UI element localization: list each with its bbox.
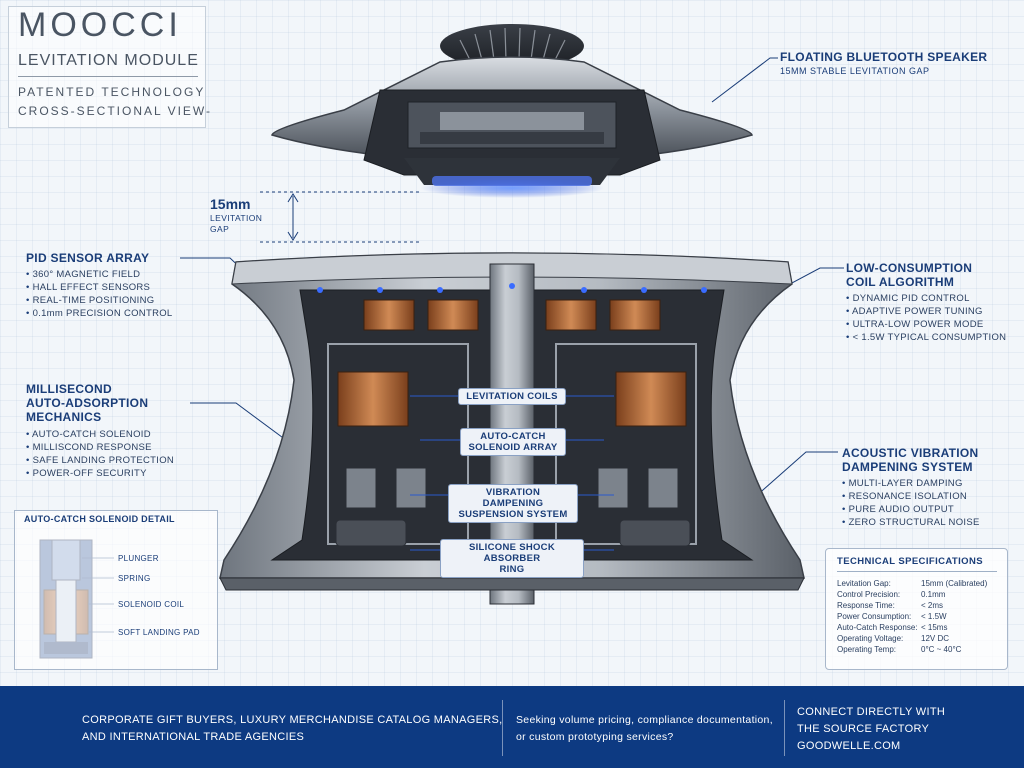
list-item: 360° MAGNETIC FIELD [26, 268, 173, 281]
gap-label-1: LEVITATION [210, 213, 263, 223]
solenoid-label-landing-pad: SOFT LANDING PAD [118, 628, 200, 637]
list-item: RESONANCE ISOLATION [842, 490, 980, 503]
table-row: Operating Voltage:12V DC [837, 634, 950, 643]
footer-question-line-2: or custom prototyping services? [516, 731, 674, 743]
list-item: MILLISCOND RESPONSE [26, 441, 174, 454]
speaker-callout-subtitle: 15MM STABLE LEVITATION GAP [780, 66, 930, 76]
list-item: ULTRA-LOW POWER MODE [846, 318, 1006, 331]
footer-cta-line-2: THE SOURCE FACTORY [797, 723, 930, 735]
footer-cta-line-1: CONNECT DIRECTLY WITH [797, 706, 946, 718]
solenoid-label-plunger: PLUNGER [118, 554, 159, 563]
list-item: POWER-OFF SECURITY [26, 467, 174, 480]
list-item: 0.1mm PRECISION CONTROL [26, 307, 173, 320]
speaker-body [271, 24, 753, 198]
footer-divider [502, 700, 503, 756]
list-item: SAFE LANDING PROTECTION [26, 454, 174, 467]
mechanics-callout-title-2: AUTO-ADSORPTION [26, 396, 149, 410]
list-item: ZERO STRUCTURAL NOISE [842, 516, 980, 529]
solenoid-label-coil: SOLENOID COIL [118, 600, 185, 609]
gap-value: 15mm [210, 196, 251, 212]
cross-section-illustration [39, 24, 844, 659]
pid-callout-title: PID SENSOR ARRAY [26, 251, 150, 265]
tech-specs-title: TECHNICAL SPECIFICATIONS [837, 556, 983, 567]
mechanics-callout-title-3: MECHANICS [26, 410, 102, 424]
speaker-callout-title: FLOATING BLUETOOTH SPEAKER [780, 50, 988, 64]
list-item: ADAPTIVE POWER TUNING [846, 305, 1006, 318]
footer-website-link[interactable]: GOODWELLE.COM [797, 740, 901, 752]
tech-specs-divider [837, 571, 997, 572]
footer-audience-line-1: CORPORATE GIFT BUYERS, LUXURY MERCHANDIS… [82, 714, 503, 726]
footer-banner [0, 686, 1024, 768]
list-item: DYNAMIC PID CONTROL [846, 292, 1006, 305]
gap-label-2: GAP [210, 224, 230, 234]
logo-divider [18, 76, 198, 77]
solenoid-detail-panel [14, 510, 218, 670]
table-row: Operating Temp:0°C ~ 40°C [837, 645, 962, 654]
product-name: LEVITATION MODULE [18, 52, 199, 69]
label-vibration-suspension: VIBRATION DAMPENING SUSPENSION SYSTEM [448, 484, 578, 523]
acoustic-feature-list: MULTI-LAYER DAMPING RESONANCE ISOLATION … [842, 477, 980, 529]
list-item: HALL EFFECT SENSORS [26, 281, 173, 294]
table-row: Response Time:< 2ms [837, 601, 944, 610]
tech-specs-panel [825, 548, 1008, 670]
logo-box [8, 6, 206, 128]
mechanics-callout-title-1: MILLISECOND [26, 382, 112, 396]
brand-logo: MOOCCI [18, 6, 182, 44]
tagline-cross-section: CROSS-SECTIONAL VIEW- [18, 104, 213, 118]
tagline-patented: PATENTED TECHNOLOGY [18, 85, 206, 99]
footer-audience-line-2: AND INTERNATIONAL TRADE AGENCIES [82, 731, 305, 743]
acoustic-callout-title-2: DAMPENING SYSTEM [842, 460, 973, 474]
footer-divider [784, 700, 785, 756]
list-item: REAL-TIME POSITIONING [26, 294, 173, 307]
table-row: Auto-Catch Response:< 15ms [837, 623, 948, 632]
mechanics-feature-list: AUTO-CATCH SOLENOID MILLISCOND RESPONSE … [26, 428, 174, 480]
base-body [219, 252, 805, 605]
solenoid-label-spring: SPRING [118, 574, 151, 583]
acoustic-callout-title-1: ACOUSTIC VIBRATION [842, 446, 979, 460]
tech-specs-table: Levitation Gap:15mm (Calibrated) Control… [837, 578, 1002, 655]
label-silicone-ring: SILICONE SHOCK ABSORBER RING [440, 539, 584, 578]
list-item: < 1.5W TYPICAL CONSUMPTION [846, 331, 1006, 344]
label-levitation-coils: LEVITATION COILS [458, 388, 566, 405]
table-row: Control Precision:0.1mm [837, 590, 946, 599]
list-item: MULTI-LAYER DAMPING [842, 477, 980, 490]
label-solenoid-array: AUTO-CATCH SOLENOID ARRAY [460, 428, 566, 456]
list-item: PURE AUDIO OUTPUT [842, 503, 980, 516]
coil-callout-title-1: LOW-CONSUMPTION [846, 261, 973, 275]
table-row: Power Consumption:< 1.5W [837, 612, 947, 621]
coil-feature-list: DYNAMIC PID CONTROL ADAPTIVE POWER TUNIN… [846, 292, 1006, 344]
pid-feature-list: 360° MAGNETIC FIELD HALL EFFECT SENSORS … [26, 268, 173, 320]
list-item: AUTO-CATCH SOLENOID [26, 428, 174, 441]
footer-question-line-1: Seeking volume pricing, compliance docum… [516, 714, 773, 726]
coil-callout-title-2: COIL ALGORITHM [846, 275, 955, 289]
solenoid-detail-title: AUTO-CATCH SOLENOID DETAIL [24, 514, 175, 524]
table-row: Levitation Gap:15mm (Calibrated) [837, 579, 988, 588]
